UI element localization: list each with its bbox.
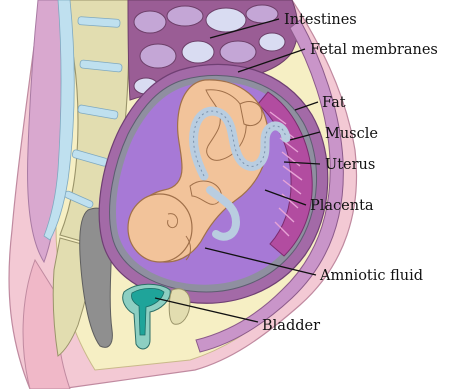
- label-fat: Fat: [322, 95, 346, 111]
- label-fetal-membranes: Fetal membranes: [310, 42, 438, 58]
- intestine-loop: [167, 6, 203, 26]
- intestine-loop: [182, 41, 214, 63]
- label-intestines: Intestines: [284, 12, 357, 28]
- intestine-loop: [206, 8, 246, 32]
- intestine-loop: [259, 33, 285, 51]
- label-placenta: Placenta: [310, 198, 374, 214]
- fetus-foot: [240, 102, 262, 126]
- intestine-loop: [134, 11, 166, 33]
- label-bladder: Bladder: [262, 318, 320, 334]
- label-muscle: Muscle: [325, 126, 378, 142]
- intestine-loop: [220, 41, 256, 63]
- label-uterus: Uterus: [325, 157, 375, 173]
- intestine-loop: [140, 44, 176, 68]
- label-amniotic-fluid: Amniotic fluid: [319, 268, 423, 284]
- fetus-head: [128, 194, 192, 262]
